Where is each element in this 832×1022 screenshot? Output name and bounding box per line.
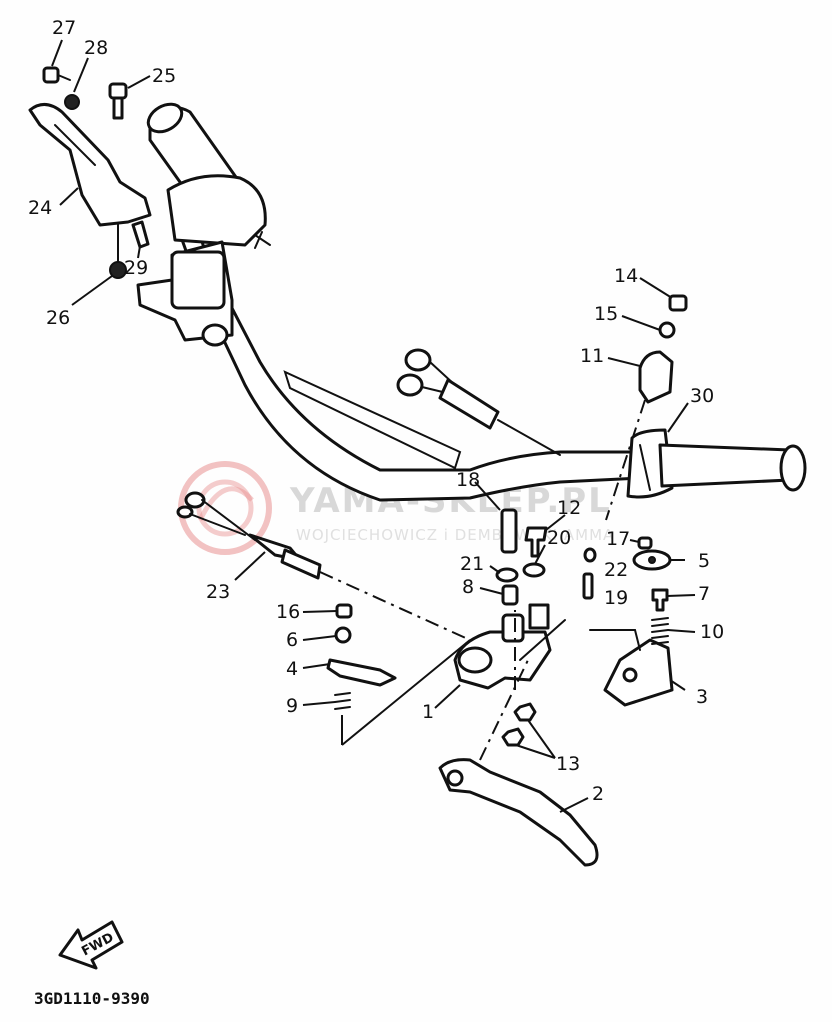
label-14: 14 <box>614 265 638 287</box>
part-14-screw <box>668 294 688 312</box>
label-1: 1 <box>422 701 434 723</box>
label-18: 18 <box>456 469 480 491</box>
label-24: 24 <box>28 197 52 219</box>
part-18-bolt <box>500 508 518 554</box>
label-22: 22 <box>604 559 628 581</box>
part-13-nut <box>501 702 537 747</box>
part-3-switch-bracket <box>589 629 674 707</box>
part-29-screw <box>131 220 150 249</box>
part-labels: 27 28 25 24 29 26 14 15 11 30 18 12 20 2… <box>28 17 724 805</box>
part-11-clamp <box>605 350 674 521</box>
label-7: 7 <box>698 583 710 605</box>
part-2-brake-lever <box>438 758 599 867</box>
label-16: 16 <box>276 601 300 623</box>
label-9: 9 <box>286 695 298 717</box>
catalog-code: 3GD1110-9390 <box>34 989 150 1008</box>
label-21: 21 <box>460 553 484 575</box>
part-26-nut <box>109 224 127 279</box>
part-30-throttle-housing <box>626 428 807 499</box>
label-25: 25 <box>152 65 176 87</box>
part-7-plunger <box>651 588 669 612</box>
label-19: 19 <box>604 587 628 609</box>
watermark: YAMA-SKLEP.PL WOJCIECHOWICZ i DEMBOWSKI … <box>178 461 613 555</box>
handlebar <box>173 198 642 502</box>
part-23-cable-switch <box>176 491 471 641</box>
part-1-lever-holder <box>453 603 566 690</box>
label-8: 8 <box>462 576 474 598</box>
label-20: 20 <box>547 527 571 549</box>
left-switch-housing <box>136 240 234 347</box>
label-27: 27 <box>52 17 76 39</box>
label-2: 2 <box>592 783 604 805</box>
part-19-rod <box>582 572 594 600</box>
label-leaders <box>51 39 696 813</box>
label-12: 12 <box>557 497 581 519</box>
label-28: 28 <box>84 37 108 59</box>
part-22-pin <box>583 547 597 563</box>
label-11: 11 <box>580 345 604 367</box>
part-4-plate <box>326 658 397 687</box>
label-5: 5 <box>698 550 710 572</box>
wire-connectors <box>396 348 561 456</box>
part-8-collar <box>501 584 519 606</box>
part-10-spring <box>651 617 669 645</box>
part-25-bolt <box>108 82 128 120</box>
part-24-clutch-lever <box>28 103 152 227</box>
part-12-bolt <box>524 526 548 558</box>
part-17-screw <box>637 536 653 550</box>
part-5-plate <box>632 549 672 571</box>
left-grip <box>146 102 271 249</box>
part-27-bolt <box>42 66 71 84</box>
part-9-spring <box>334 639 471 746</box>
label-15: 15 <box>594 303 618 325</box>
part-20-washer <box>522 562 546 578</box>
label-29: 29 <box>124 257 148 279</box>
label-6: 6 <box>286 629 298 651</box>
part-21-washer <box>495 567 519 583</box>
part-15-washer <box>658 321 676 339</box>
label-10: 10 <box>700 621 724 643</box>
label-13: 13 <box>556 753 580 775</box>
part-28-washer <box>64 94 80 110</box>
label-4: 4 <box>286 658 298 680</box>
part-16-screw <box>335 603 353 619</box>
label-17: 17 <box>606 528 630 550</box>
label-30: 30 <box>690 385 714 407</box>
label-23: 23 <box>206 581 230 603</box>
part-6-washer <box>334 626 352 644</box>
forward-direction-arrow-icon: FWD <box>58 920 124 970</box>
label-3: 3 <box>696 686 708 708</box>
label-26: 26 <box>46 307 70 329</box>
